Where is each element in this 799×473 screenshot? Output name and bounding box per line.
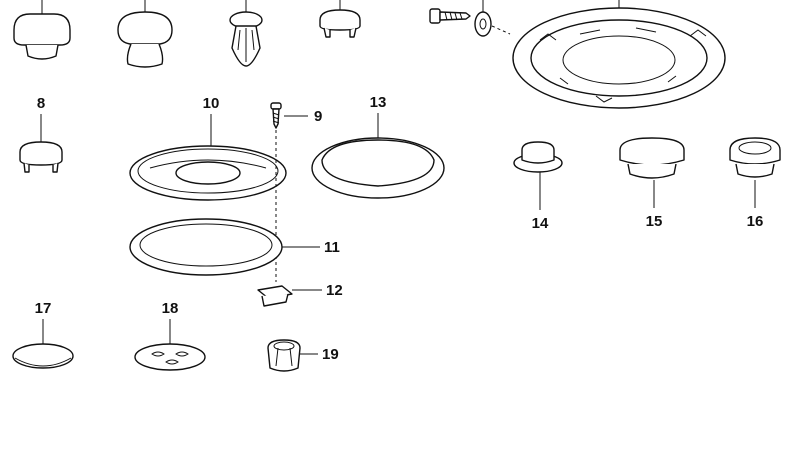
part-13-domed-cover: 13 <box>311 94 445 199</box>
part-19-sleeve: 19 <box>267 339 339 372</box>
label-19: 19 <box>322 346 339 363</box>
label-12: 12 <box>326 282 343 299</box>
part-large-ring-top <box>512 0 726 109</box>
label-9: 9 <box>314 108 322 125</box>
part-17-flat-cap: 17 <box>12 300 74 369</box>
label-14: 14 <box>532 215 549 232</box>
part-11-gasket-ring: 11 <box>129 218 340 276</box>
part-cap-top-1 <box>13 0 71 60</box>
label-13: 13 <box>370 94 387 111</box>
part-mushroom-plug-top <box>117 0 173 68</box>
part-push-rivet-top <box>229 0 263 67</box>
part-12-clip-nut: 12 <box>257 282 343 307</box>
label-16: 16 <box>747 213 764 230</box>
label-17: 17 <box>35 300 52 317</box>
label-8: 8 <box>37 95 45 112</box>
label-10: 10 <box>203 95 220 112</box>
part-15-grommet: 15 <box>619 137 685 230</box>
part-clip-cap-top <box>319 0 361 38</box>
part-screw-washer-top <box>429 0 511 37</box>
label-18: 18 <box>162 300 179 317</box>
part-18-washer: 18 <box>134 300 206 371</box>
part-16-small-grommet: 16 <box>729 137 781 230</box>
label-11: 11 <box>324 239 340 256</box>
part-9-screw: 9 <box>270 102 322 282</box>
part-10-flange-ring: 10 <box>129 95 287 201</box>
part-8-small-cap: 8 <box>19 95 63 173</box>
label-15: 15 <box>646 213 663 230</box>
part-14-stepped-plug: 14 <box>513 141 563 232</box>
